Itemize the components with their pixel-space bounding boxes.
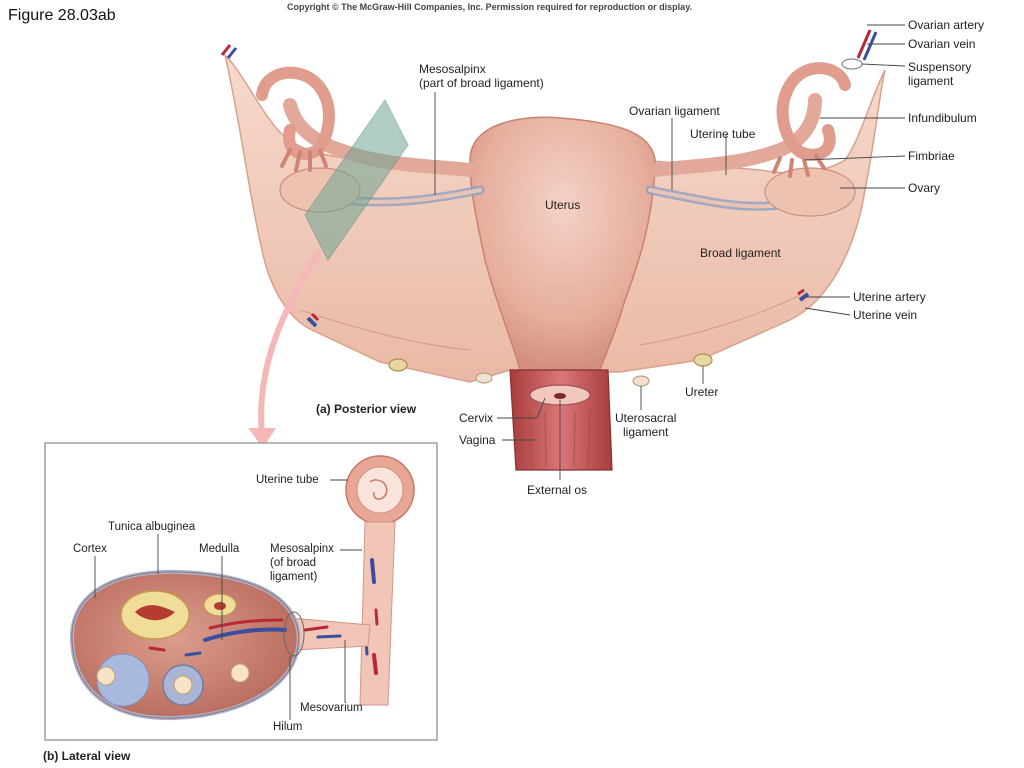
- figure-title: Figure 28.03ab: [8, 7, 116, 24]
- caption-posterior-view: (a) Posterior view: [316, 402, 417, 416]
- label-mesosalpinx-b: Mesosalpinx (of broad ligament): [270, 543, 334, 583]
- caption-lateral-view: (b) Lateral view: [43, 749, 131, 763]
- panel-a-posterior-view: [220, 24, 906, 480]
- label-suspensory-ligament: Suspensory ligament: [908, 60, 972, 88]
- label-cortex: Cortex: [73, 543, 107, 555]
- label-ovarian-artery: Ovarian artery: [908, 18, 985, 32]
- label-vagina: Vagina: [459, 433, 496, 447]
- right-ovary: [764, 167, 856, 217]
- panel-b-lateral-view: [44, 442, 438, 741]
- label-cervix: Cervix: [459, 411, 494, 425]
- label-hilum: Hilum: [273, 721, 303, 733]
- uterus-body: [469, 116, 656, 371]
- label-mesovarium: Mesovarium: [300, 702, 363, 714]
- label-infundibulum: Infundibulum: [908, 111, 977, 125]
- label-uterus: Uterus: [545, 198, 581, 212]
- label-fimbriae: Fimbriae: [908, 149, 955, 163]
- label-uterosacral-ligament: Uterosacral ligament: [615, 411, 677, 439]
- label-uterine-tube-b: Uterine tube: [256, 474, 319, 486]
- section-plane: [304, 99, 409, 261]
- copyright-notice: Copyright © The McGraw-Hill Companies, I…: [287, 2, 693, 12]
- label-uterine-tube-a: Uterine tube: [690, 127, 756, 141]
- label-ovarian-vein: Ovarian vein: [908, 37, 976, 51]
- label-ureter: Ureter: [685, 385, 719, 399]
- label-ovary-a: Ovary: [908, 181, 941, 195]
- label-uterine-artery: Uterine artery: [853, 290, 926, 304]
- label-external-os: External os: [527, 483, 588, 497]
- label-broad-ligament: Broad ligament: [700, 246, 781, 260]
- label-medulla: Medulla: [199, 543, 240, 555]
- label-uterine-vein: Uterine vein: [853, 308, 918, 322]
- label-mesosalpinx-a: Mesosalpinx (part of broad ligament): [419, 62, 544, 90]
- label-ovarian-ligament: Ovarian ligament: [629, 104, 720, 118]
- label-tunica-albuginea: Tunica albuginea: [108, 521, 196, 533]
